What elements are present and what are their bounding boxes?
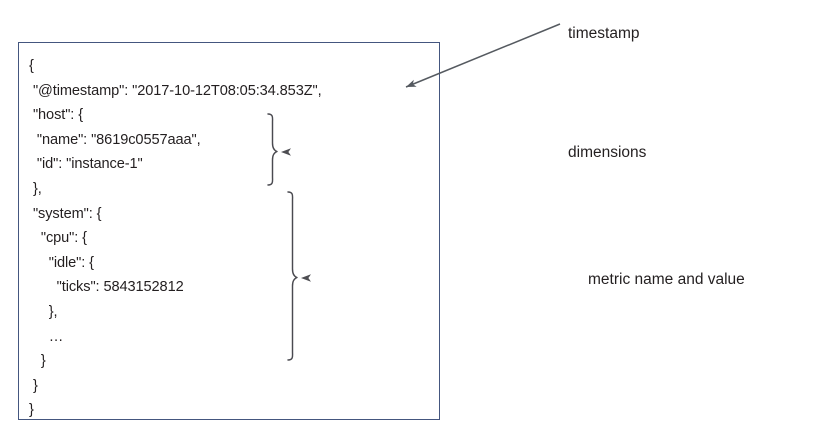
json-document-panel: { "@timestamp": "2017-10-12T08:05:34.853… xyxy=(18,42,440,420)
json-code-block: { "@timestamp": "2017-10-12T08:05:34.853… xyxy=(29,58,322,419)
annotation-label-metric: metric name and value xyxy=(588,271,745,288)
annotation-label-timestamp: timestamp xyxy=(568,25,640,42)
annotation-label-dimensions: dimensions xyxy=(568,144,647,161)
